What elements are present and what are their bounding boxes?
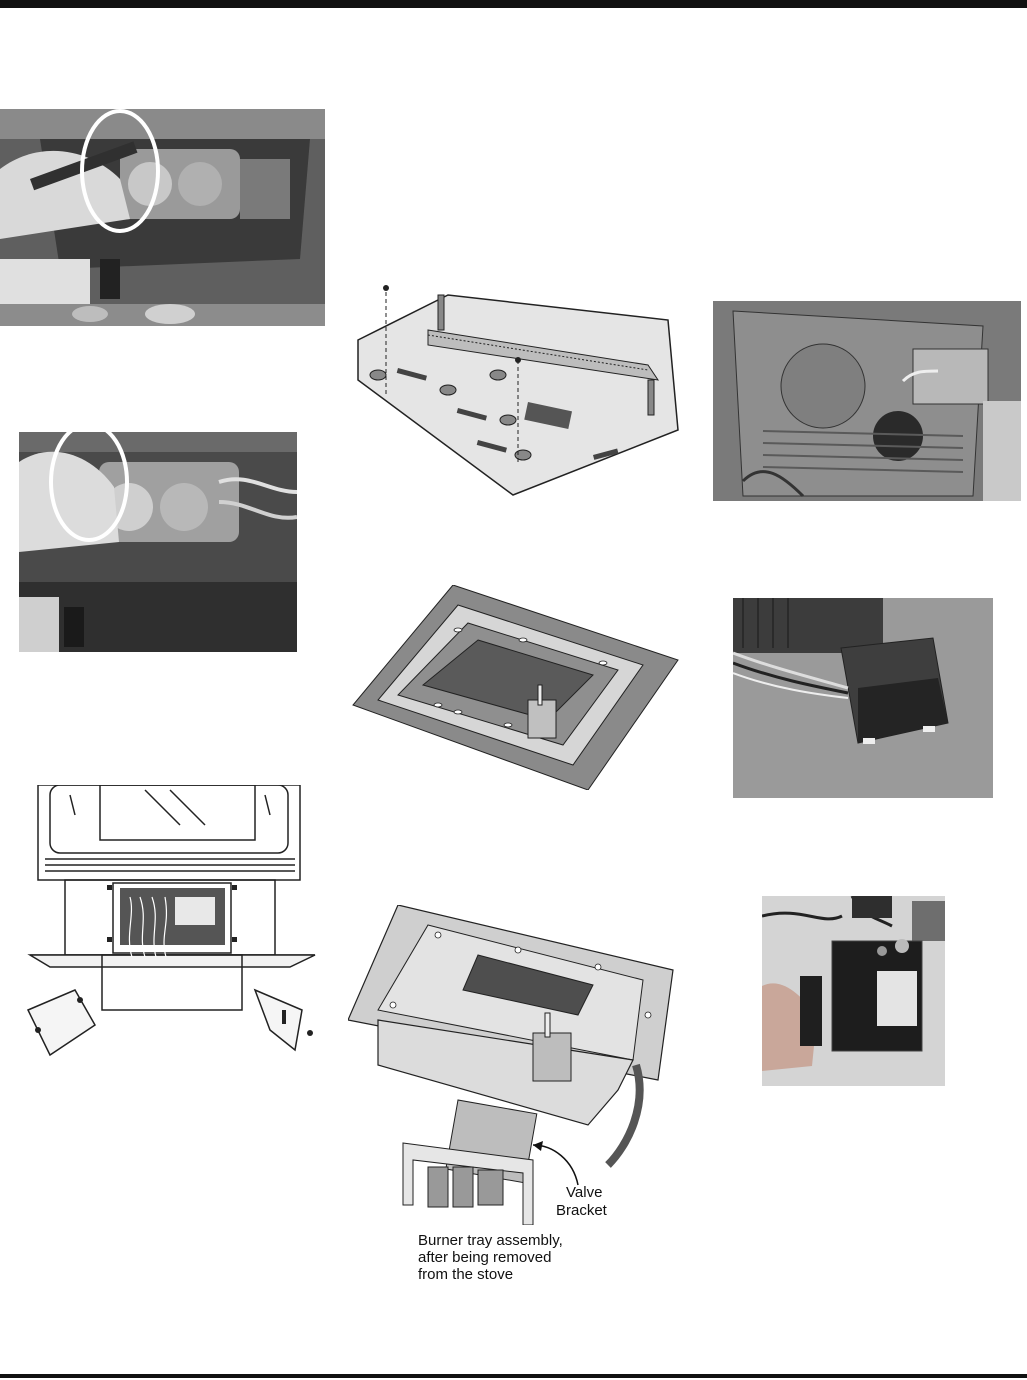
photo-junction-box-cover [733,598,993,798]
diagram-stove-front [20,785,320,1065]
photo-valve-screwdriver [0,109,325,326]
photo-stove-back-junction-box [713,301,1021,501]
valve-bracket-label-line2: Bracket [556,1202,607,1219]
burner-tray-caption-line1: Burner tray assembly, [418,1232,563,1249]
diagram-bracket-plate [348,280,688,500]
photo-valve-knob [19,432,297,652]
valve-bracket-label-line1: Valve [566,1184,603,1201]
top-rule [0,0,1027,8]
diagram-plate-top [348,585,688,790]
diagram-burner-tray [348,905,678,1225]
bottom-rule [0,1374,1027,1378]
photo-ignition-module [762,896,945,1086]
burner-tray-caption-line3: from the stove [418,1266,514,1283]
burner-tray-caption-line2: after being removed [418,1249,552,1266]
